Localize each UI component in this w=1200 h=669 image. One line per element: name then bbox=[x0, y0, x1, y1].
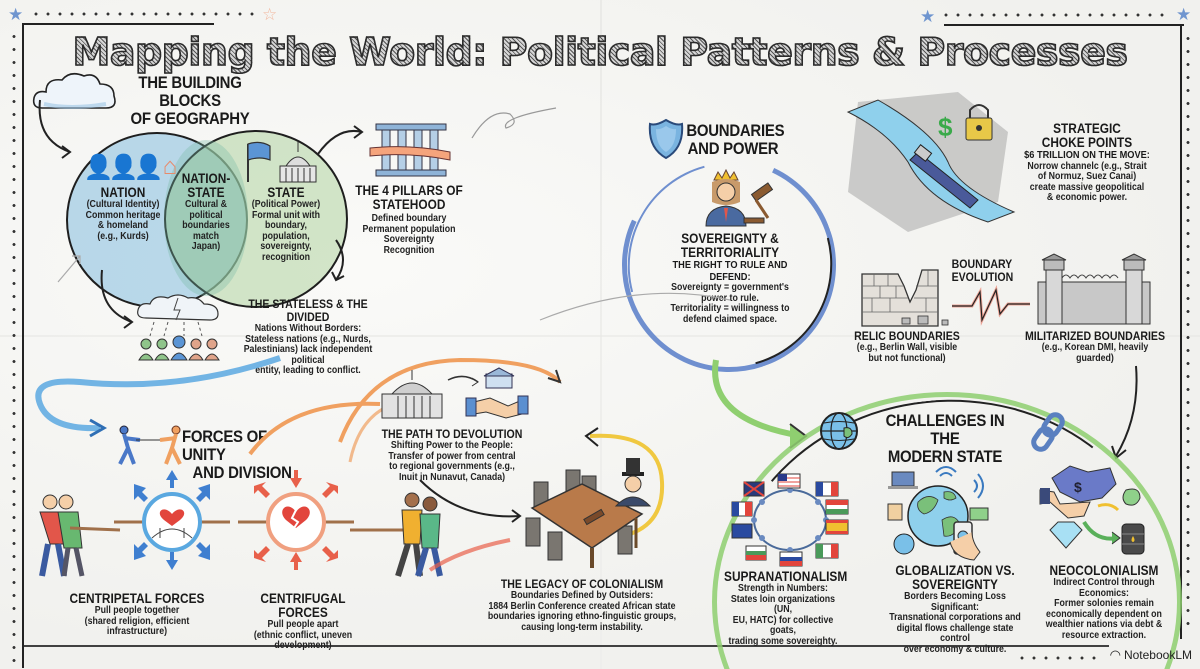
militarized-boundaries-block: MILITARIZED BOUNDARIES (e.g., Korean DMI… bbox=[1024, 329, 1166, 364]
arrow-icon bbox=[1111, 365, 1138, 460]
conference-table-icon bbox=[522, 458, 672, 568]
forces-heading: FORCES OF UNITY AND DIVISION bbox=[182, 427, 292, 482]
stateless-block: THE STATELESS & THE DIVIDED Nations With… bbox=[243, 297, 373, 376]
neocolonialism-block: NEOCOLONIALISM Indirect Control through … bbox=[1045, 563, 1163, 641]
broken-wall-icon bbox=[858, 262, 958, 328]
colonialism-block: THE LEGACY OF COLONIALISM Boundaries Def… bbox=[487, 577, 677, 633]
queen-gavel-icon bbox=[700, 168, 776, 227]
star-icon: ★ bbox=[1176, 5, 1192, 24]
nation-label: NATION (Cultural Identity) Common herita… bbox=[85, 185, 161, 242]
paper-fold-vertical bbox=[600, 0, 602, 669]
boundary-evolution-heading: BOUNDARY EVOLUTION bbox=[951, 257, 1014, 284]
arrow-icon bbox=[317, 125, 364, 155]
globe-devices-icon bbox=[884, 462, 994, 562]
state-label: STATE (Political Power) Formal unit with… bbox=[251, 185, 321, 263]
zigzag-arrow-icon bbox=[952, 284, 1030, 326]
people-pulling-left-icon bbox=[30, 490, 121, 580]
chain-link-icon bbox=[1030, 412, 1068, 452]
star-icon: ☆ bbox=[262, 5, 278, 24]
storm-cloud-people-icon bbox=[134, 292, 224, 362]
globalization-block: GLOBALIZATION VS. SOVEREIGNTY Borders Be… bbox=[889, 563, 1021, 655]
building-blocks-heading: THE BUILDING BLOCKS OF GEOGRAPHY bbox=[130, 73, 250, 128]
gray-arrow-icon bbox=[57, 255, 81, 283]
relic-boundaries-block: RELIC BOUNDARIES (e.g., Berlin Wall, vis… bbox=[854, 329, 960, 364]
devolution-block: THE PATH TO DEVOLUTION Shifting Power to… bbox=[381, 427, 523, 483]
supranationalism-block: SUPRANATIONALISM Strength in Numbers: St… bbox=[724, 569, 848, 647]
flag-capitol-icon bbox=[240, 140, 320, 184]
flags-network-icon bbox=[730, 472, 850, 568]
globe-icon bbox=[818, 410, 860, 452]
star-icon: ★ bbox=[920, 7, 936, 26]
militarized-wall-icon bbox=[1036, 253, 1152, 326]
star-icon: ★ bbox=[8, 5, 24, 24]
pillars-block: THE 4 PILLARS OF STATEHOOD Defined bound… bbox=[355, 183, 463, 256]
flow-arrow-blue bbox=[35, 355, 281, 438]
gray-connector-arc bbox=[539, 292, 731, 321]
notebooklm-watermark: ◠ NotebookLM bbox=[1109, 647, 1192, 662]
capitol-handshake-icon bbox=[378, 367, 529, 420]
centripetal-block: CENTRIPETAL FORCES Pull people together … bbox=[69, 591, 205, 637]
scribble-decoration bbox=[471, 107, 557, 139]
people-home-icon: 👤👤👤⌂ bbox=[83, 153, 177, 181]
pillars-icon bbox=[369, 122, 452, 178]
paper-fold-horizontal bbox=[0, 335, 1200, 337]
arrow-icon bbox=[100, 269, 134, 329]
cloud-icon bbox=[30, 68, 120, 116]
state-circle bbox=[164, 130, 348, 308]
arrow-icon bbox=[331, 239, 345, 282]
tug-of-war-icon bbox=[110, 424, 190, 466]
svg-text:$: $ bbox=[1074, 479, 1082, 495]
centrifugal-icon bbox=[238, 470, 354, 570]
strait-ship-icon: $ bbox=[838, 92, 1018, 232]
arrow-icon bbox=[38, 99, 72, 159]
sovereignty-block: SOVEREIGNTY & TERRITORIALITY THE RIGHT T… bbox=[670, 231, 790, 325]
arrow-icon bbox=[419, 479, 522, 572]
svg-text:$: $ bbox=[938, 112, 953, 142]
flow-arrow-orange-left bbox=[248, 401, 381, 456]
challenges-heading: CHALLENGES IN THE MODERN STATE bbox=[885, 411, 1005, 466]
choke-points-block: STRATEGIC CHOKE POINTS $6 TRILLION ON TH… bbox=[1024, 121, 1150, 203]
page-title: Mapping the World: Political Patterns & … bbox=[0, 29, 1200, 75]
centripetal-icon bbox=[114, 470, 230, 570]
centrifugal-block: CENTRIFUGAL FORCES Pull people apart (et… bbox=[253, 591, 353, 651]
nation-state-label: NATION- STATE Cultural & political bound… bbox=[181, 171, 231, 252]
flow-arrow-yellow bbox=[584, 427, 665, 536]
notebooklm-logo-icon: ◠ bbox=[1109, 647, 1121, 662]
shield-icon bbox=[648, 118, 684, 160]
nation-state-overlap bbox=[164, 140, 248, 296]
neocolonial-resources-icon: $ bbox=[1039, 462, 1150, 558]
boundaries-power-heading: BOUNDARIES AND POWER bbox=[686, 121, 785, 158]
people-pulling-right-icon bbox=[350, 490, 460, 580]
